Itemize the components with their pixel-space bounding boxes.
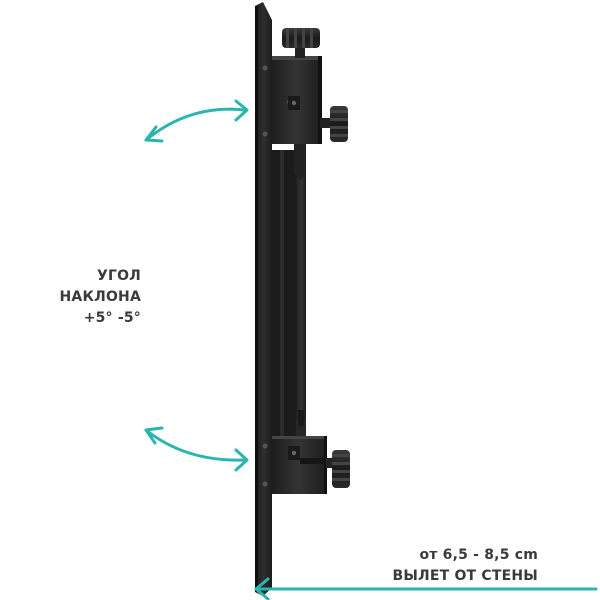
upper-side-knob-icon bbox=[320, 106, 348, 142]
wall-offset-label: от 6,5 - 8,5 cm ВЫЛЕТ ОТ СТЕНЫ bbox=[392, 545, 538, 587]
lower-side-knob-icon bbox=[326, 450, 350, 488]
tv-mounting-plate bbox=[255, 2, 272, 596]
vertical-rail bbox=[272, 140, 306, 460]
tilt-label-line-2: НАКЛОНА bbox=[59, 289, 141, 305]
tilt-angle-label: УГОЛ НАКЛОНА +5° -5° bbox=[60, 266, 141, 329]
tilt-label-line-1: УГОЛ bbox=[96, 268, 141, 284]
upper-top-knob-icon bbox=[282, 28, 320, 58]
tilt-arrow-bottom-icon bbox=[144, 426, 249, 472]
upper-bracket bbox=[272, 56, 322, 180]
offset-label-line-2: ВЫЛЕТ ОТ СТЕНЫ bbox=[392, 568, 538, 584]
tilt-arrow-top-icon bbox=[144, 99, 249, 143]
lower-bracket bbox=[272, 410, 327, 494]
tilt-label-line-3: +5° -5° bbox=[83, 310, 141, 326]
offset-label-line-1: от 6,5 - 8,5 cm bbox=[419, 547, 538, 563]
offset-arrow-icon bbox=[254, 577, 598, 600]
